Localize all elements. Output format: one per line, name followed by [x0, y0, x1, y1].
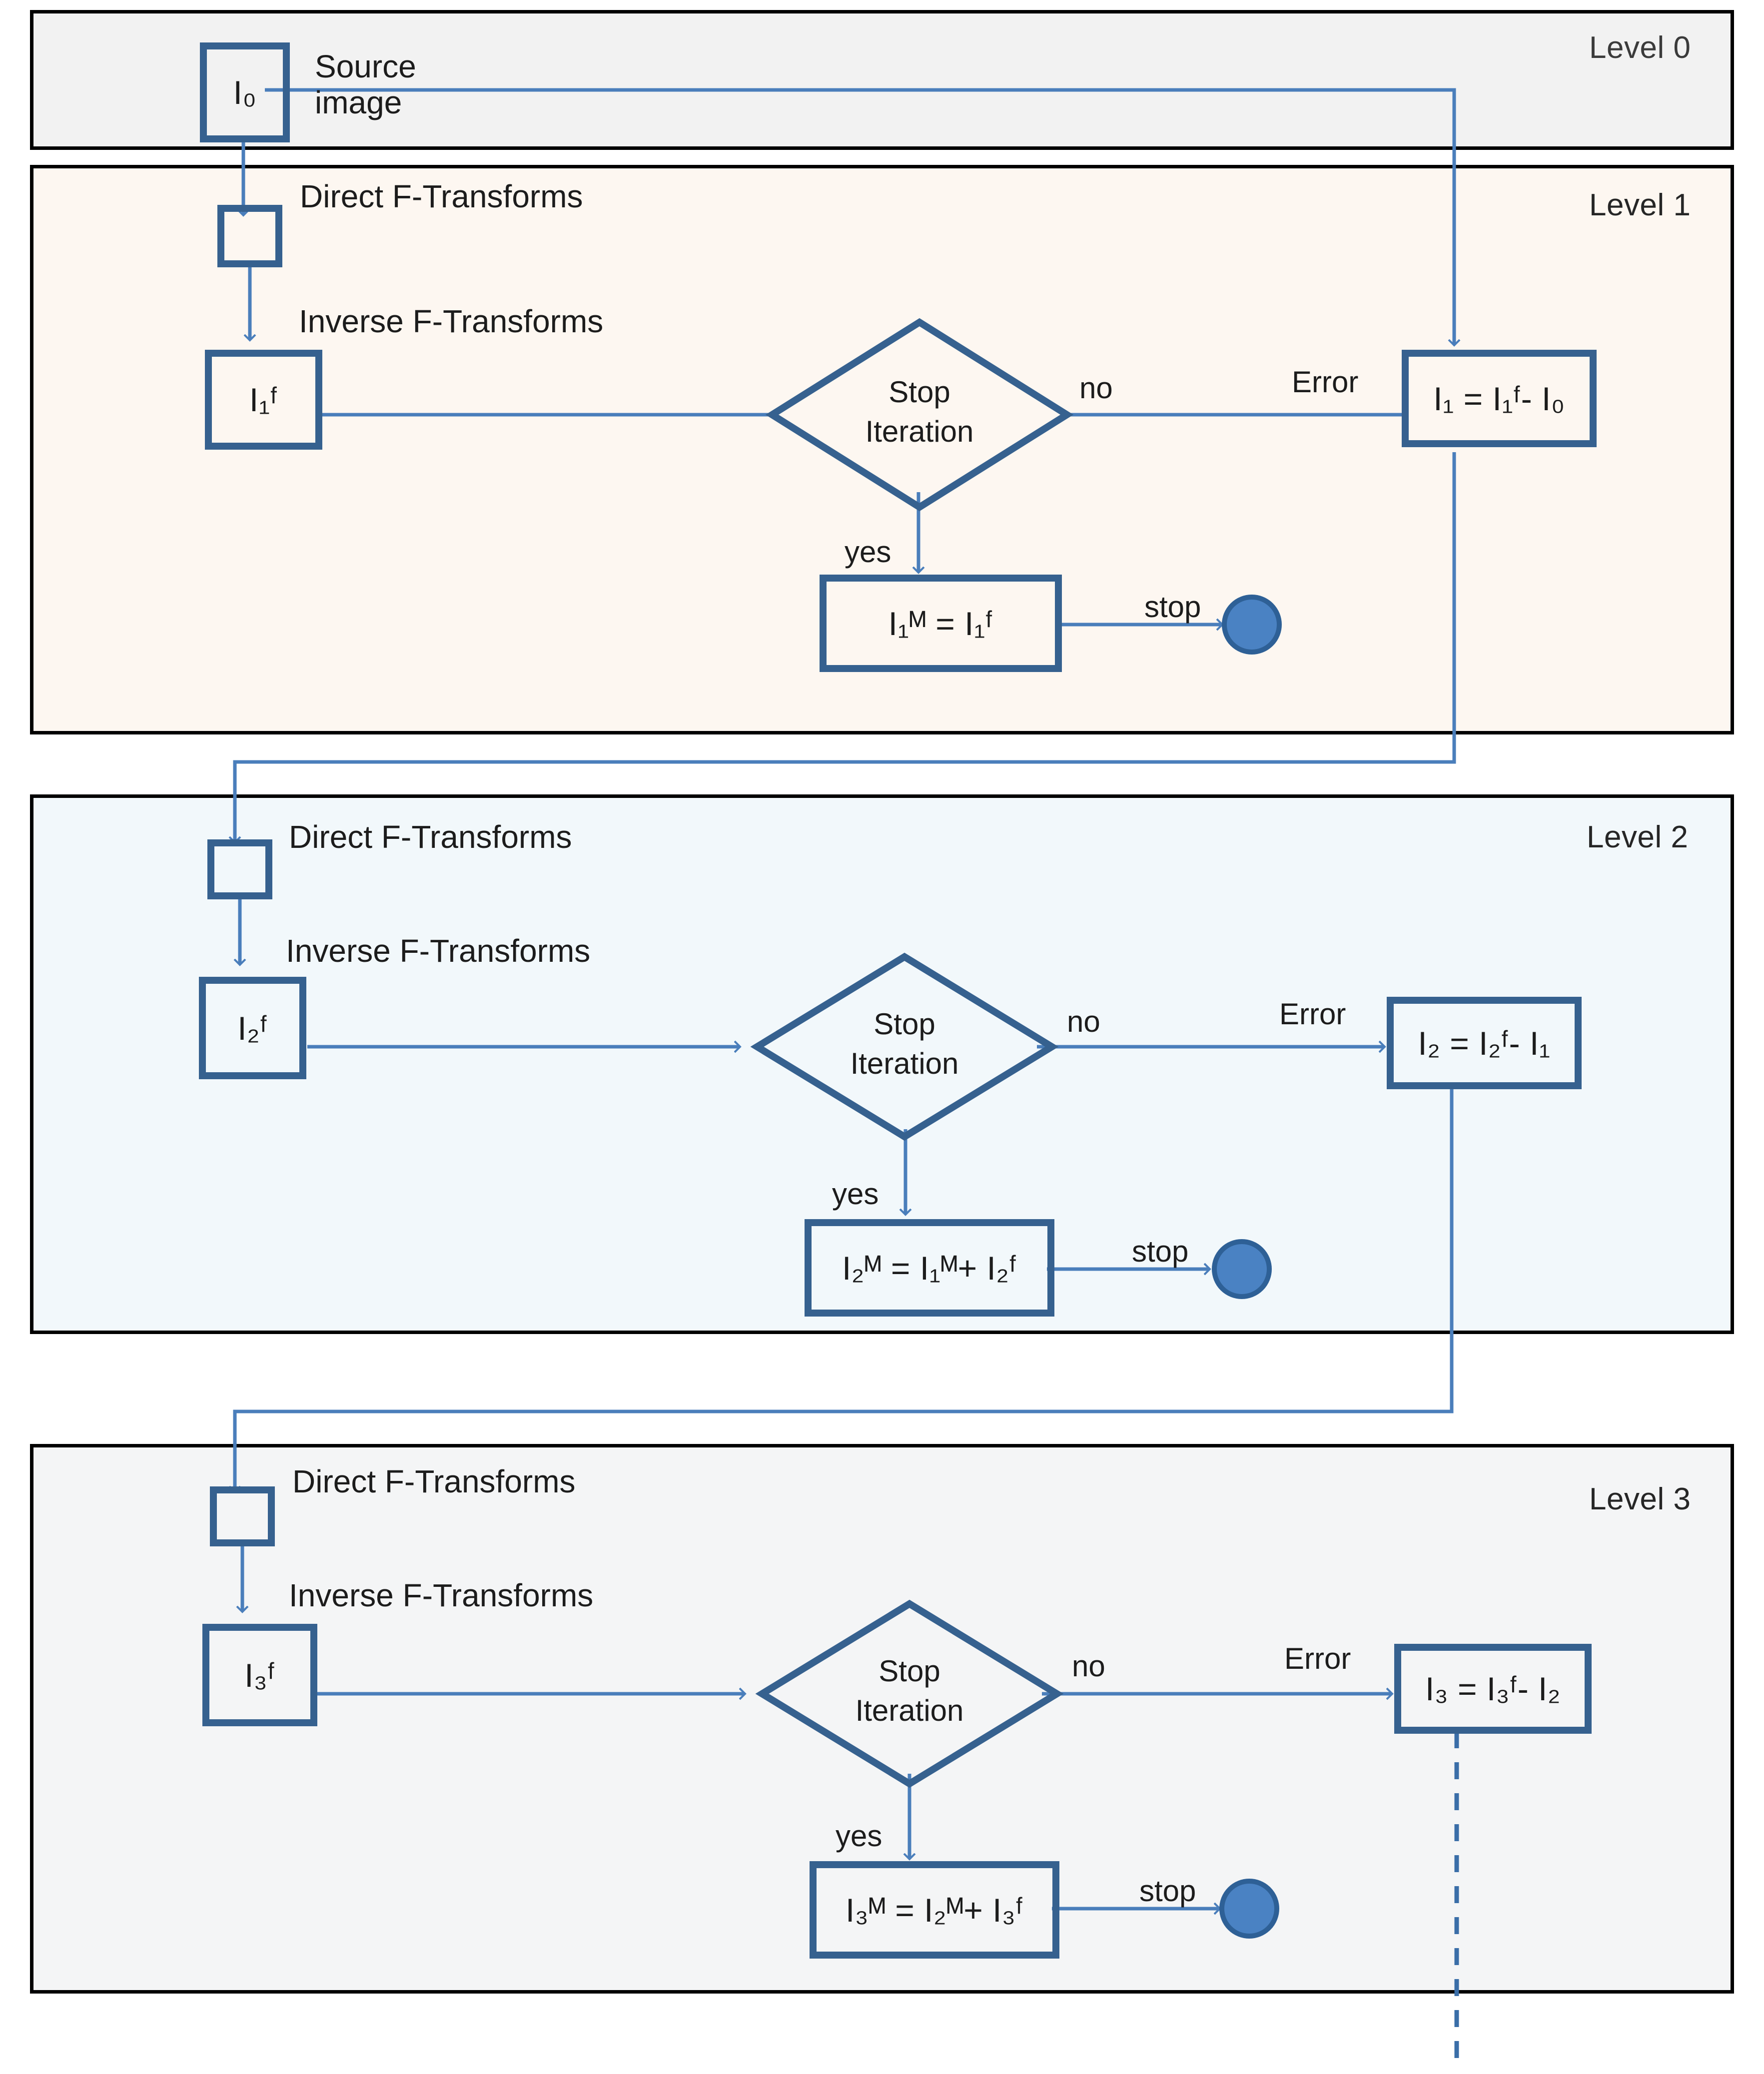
l3-decision-line1: Stop: [879, 1654, 940, 1688]
l3-stop-terminator-icon: [1219, 1879, 1279, 1939]
node-l2-inverse-output-formula: I₂ᶠ: [237, 1009, 268, 1047]
node-l3-direct-transform: [210, 1486, 275, 1546]
level-0-panel: [30, 10, 1734, 150]
l3-inverse-transform-label: Inverse F-Transforms: [289, 1577, 594, 1613]
l3-decision-text: Stop Iteration: [810, 1651, 1009, 1730]
source-image-caption-line2: image: [315, 84, 402, 120]
node-source-image-formula: I₀: [233, 74, 257, 111]
l2-stop-label: stop: [1132, 1235, 1189, 1268]
level-0-label: Level 0: [1589, 30, 1691, 65]
l1-inverse-transform-label: Inverse F-Transforms: [299, 303, 604, 339]
l1-decision-line2: Iteration: [865, 415, 974, 449]
l2-direct-transform-label: Direct F-Transforms: [289, 819, 572, 855]
node-l3-error-formula: I₃ = I₃ᶠ- I₂: [1425, 1670, 1561, 1707]
l3-stop-label: stop: [1139, 1874, 1196, 1908]
node-l3-result: I₃ᴹ = I₂ᴹ+ I₃ᶠ: [810, 1861, 1059, 1959]
node-l2-error-formula: I₂ = I₂ᶠ- I₁: [1418, 1024, 1551, 1062]
l1-decision-text: Stop Iteration: [820, 372, 1019, 451]
l2-branch-no-label: no: [1067, 1005, 1100, 1038]
source-image-caption: Source image: [315, 48, 416, 120]
l2-stop-terminator-icon: [1212, 1239, 1272, 1299]
l1-error-label: Error: [1292, 365, 1359, 399]
l3-decision-line2: Iteration: [855, 1694, 964, 1728]
decision-diamond-level-2: [750, 952, 1059, 1141]
node-l3-error: I₃ = I₃ᶠ- I₂: [1394, 1644, 1592, 1734]
arrow-source-to-l1-error: [265, 88, 1454, 345]
node-l3-inverse-output: I₃ᶠ: [202, 1624, 317, 1726]
l1-branch-no-label: no: [1079, 371, 1113, 405]
node-l1-direct-transform: [217, 205, 282, 267]
arrow-l1-error-to-l2: [235, 452, 1456, 842]
node-l2-direct-transform: [207, 839, 272, 899]
l2-inverse-transform-label: Inverse F-Transforms: [286, 933, 591, 969]
l2-error-label: Error: [1279, 997, 1346, 1031]
level-1-label: Level 1: [1589, 188, 1691, 222]
level-2-label: Level 2: [1587, 820, 1689, 854]
node-l1-error-formula: I₁ = I₁ᶠ- I₀: [1433, 380, 1565, 417]
l1-stop-terminator-icon: [1222, 595, 1282, 655]
l3-branch-yes-label: yes: [836, 1819, 882, 1853]
l3-branch-no-label: no: [1072, 1649, 1105, 1683]
l2-decision-line1: Stop: [874, 1007, 935, 1041]
node-l1-result-formula: I₁ᴹ = I₁ᶠ: [888, 605, 993, 642]
l3-error-label: Error: [1284, 1642, 1351, 1675]
node-source-image: I₀: [200, 42, 290, 142]
node-l1-result: I₁ᴹ = I₁ᶠ: [820, 575, 1062, 672]
node-l2-inverse-output: I₂ᶠ: [199, 977, 306, 1079]
decision-diamond-level-1: [765, 318, 1074, 512]
node-l1-inverse-output: I₁ᶠ: [205, 350, 322, 450]
level-3-label: Level 3: [1589, 1482, 1691, 1516]
l1-branch-yes-label: yes: [845, 535, 891, 569]
arrow-l2-error-to-l3: [235, 1087, 1454, 1491]
source-image-caption-line1: Source: [315, 48, 416, 84]
l2-branch-yes-label: yes: [832, 1177, 879, 1211]
l2-decision-line2: Iteration: [850, 1047, 959, 1081]
node-l1-error: I₁ = I₁ᶠ- I₀: [1402, 350, 1597, 447]
node-l2-result: I₂ᴹ = I₁ᴹ+ I₂ᶠ: [805, 1219, 1054, 1317]
l2-decision-text: Stop Iteration: [805, 1004, 1004, 1083]
node-l2-result-formula: I₂ᴹ = I₁ᴹ+ I₂ᶠ: [842, 1249, 1017, 1287]
node-l3-inverse-output-formula: I₃ᶠ: [244, 1656, 275, 1694]
l1-direct-transform-label: Direct F-Transforms: [300, 178, 583, 214]
node-l1-inverse-output-formula: I₁ᶠ: [249, 381, 278, 418]
node-l3-result-formula: I₃ᴹ = I₂ᴹ+ I₃ᶠ: [846, 1891, 1023, 1929]
l1-stop-label: stop: [1144, 590, 1201, 624]
decision-diamond-level-3: [755, 1599, 1064, 1788]
node-l2-error: I₂ = I₂ᶠ- I₁: [1387, 997, 1582, 1089]
l1-decision-line1: Stop: [888, 375, 950, 409]
l3-direct-transform-label: Direct F-Transforms: [292, 1463, 576, 1499]
level-1-panel: [30, 165, 1734, 734]
